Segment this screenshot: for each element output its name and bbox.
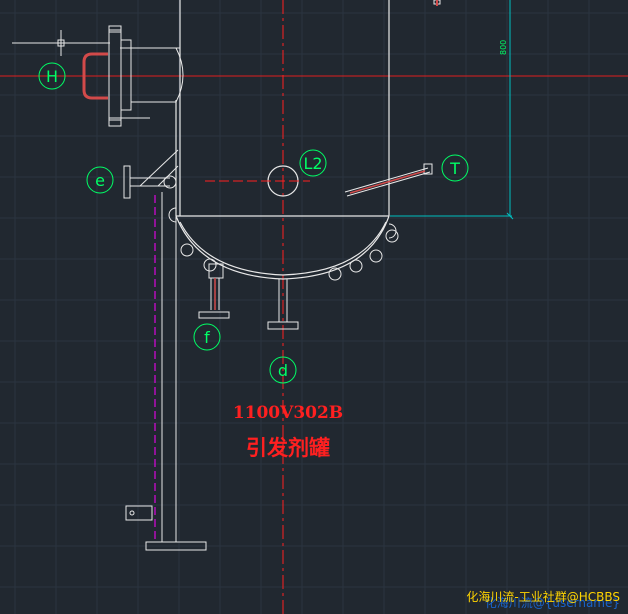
watermark-main: 化海川流-工业社群@HCBBS [466,589,620,604]
bubble-label-l2: L2 [303,154,322,173]
bubble-label-d: d [278,361,288,380]
bubble-label-f: f [204,328,210,347]
support-leg [125,192,207,551]
thermowell-t [344,163,433,197]
thermowell-t-core [349,170,426,194]
bubble-label-e: e [95,171,105,190]
nozzle-d-assembly [267,279,299,330]
nozzle-h-assembly [108,25,184,127]
nozzle-h-leader [12,30,110,56]
dimension-800 [390,0,514,220]
nozzle-e-assembly [123,149,179,199]
dimension-value: 800 [499,40,508,55]
nozzle-h-handle [82,52,108,100]
equipment-tag: 1100V302B [233,403,343,423]
watermark-sub: 化海川流@{username} [485,595,620,610]
jacket-coil-bumps [163,175,399,281]
vessel-shell [175,0,390,280]
nozzle-f-assembly [198,263,230,319]
bubble-label-h: H [46,67,58,86]
bubble-label-t: T [449,159,460,178]
equipment-name: 引发剂罐 [246,435,330,460]
nozzle-bubbles [38,62,469,384]
